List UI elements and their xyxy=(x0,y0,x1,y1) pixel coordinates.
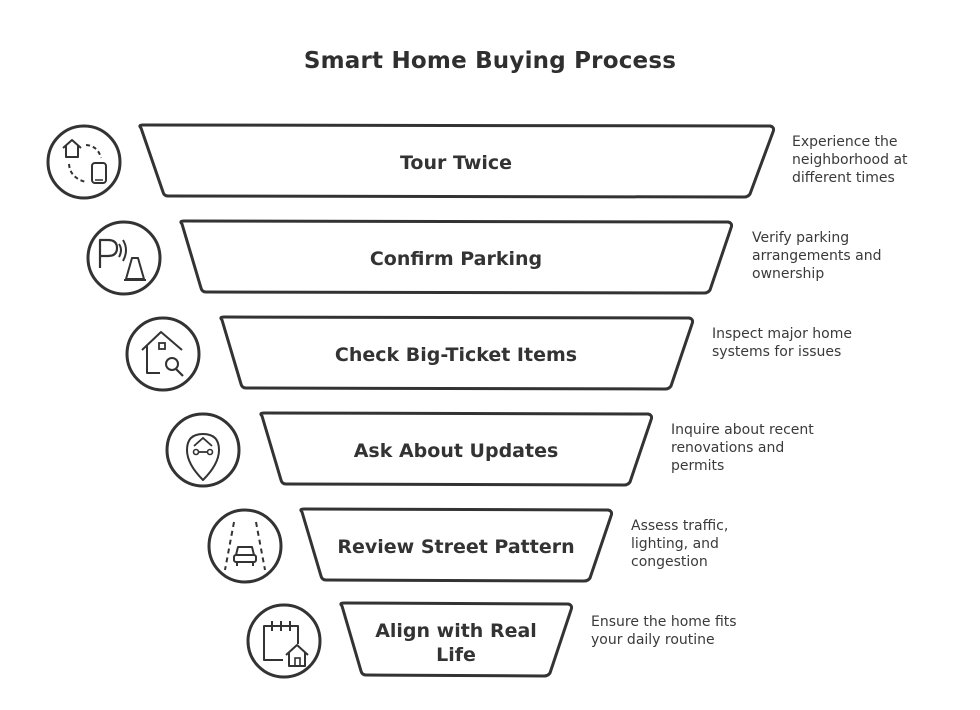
funnel-stage-4 xyxy=(165,411,654,488)
funnel-stage-2 xyxy=(86,219,734,296)
stage-6-label: Align with Real Life xyxy=(375,620,537,666)
stage-6-description: Ensure the home fits your daily routine xyxy=(591,614,737,648)
stage-4-description: Inquire about recent renovations and per… xyxy=(671,422,814,474)
stage-5-description: Assess traffic, lighting, and congestion xyxy=(631,518,729,570)
funnel-stage-5 xyxy=(207,507,614,584)
stage-3-label: Check Big-Ticket Items xyxy=(334,344,578,366)
car-road-icon xyxy=(207,508,283,584)
funnel-stage-1 xyxy=(46,123,776,200)
house-wrench-pin-icon xyxy=(165,412,241,488)
stage-4-label: Ask About Updates xyxy=(353,440,559,462)
calendar-house-icon xyxy=(246,603,322,679)
stage-3-description: Inspect major home systems for issues xyxy=(712,326,852,360)
home-phone-cycle-icon xyxy=(46,124,122,200)
stage-5-label: Review Street Pattern xyxy=(337,536,575,558)
funnel-stage-3 xyxy=(125,315,695,392)
stage-1-label: Tour Twice xyxy=(399,152,513,174)
parking-cone-icon xyxy=(86,220,162,296)
diagram-title: Smart Home Buying Process xyxy=(303,48,677,74)
stage-2-label: Confirm Parking xyxy=(369,248,543,270)
funnel-stage-6 xyxy=(246,601,574,679)
stage-1-description: Experience the neighborhood at different… xyxy=(792,134,908,186)
stage-2-description: Verify parking arrangements and ownershi… xyxy=(752,230,882,282)
house-inspect-icon xyxy=(125,316,201,392)
